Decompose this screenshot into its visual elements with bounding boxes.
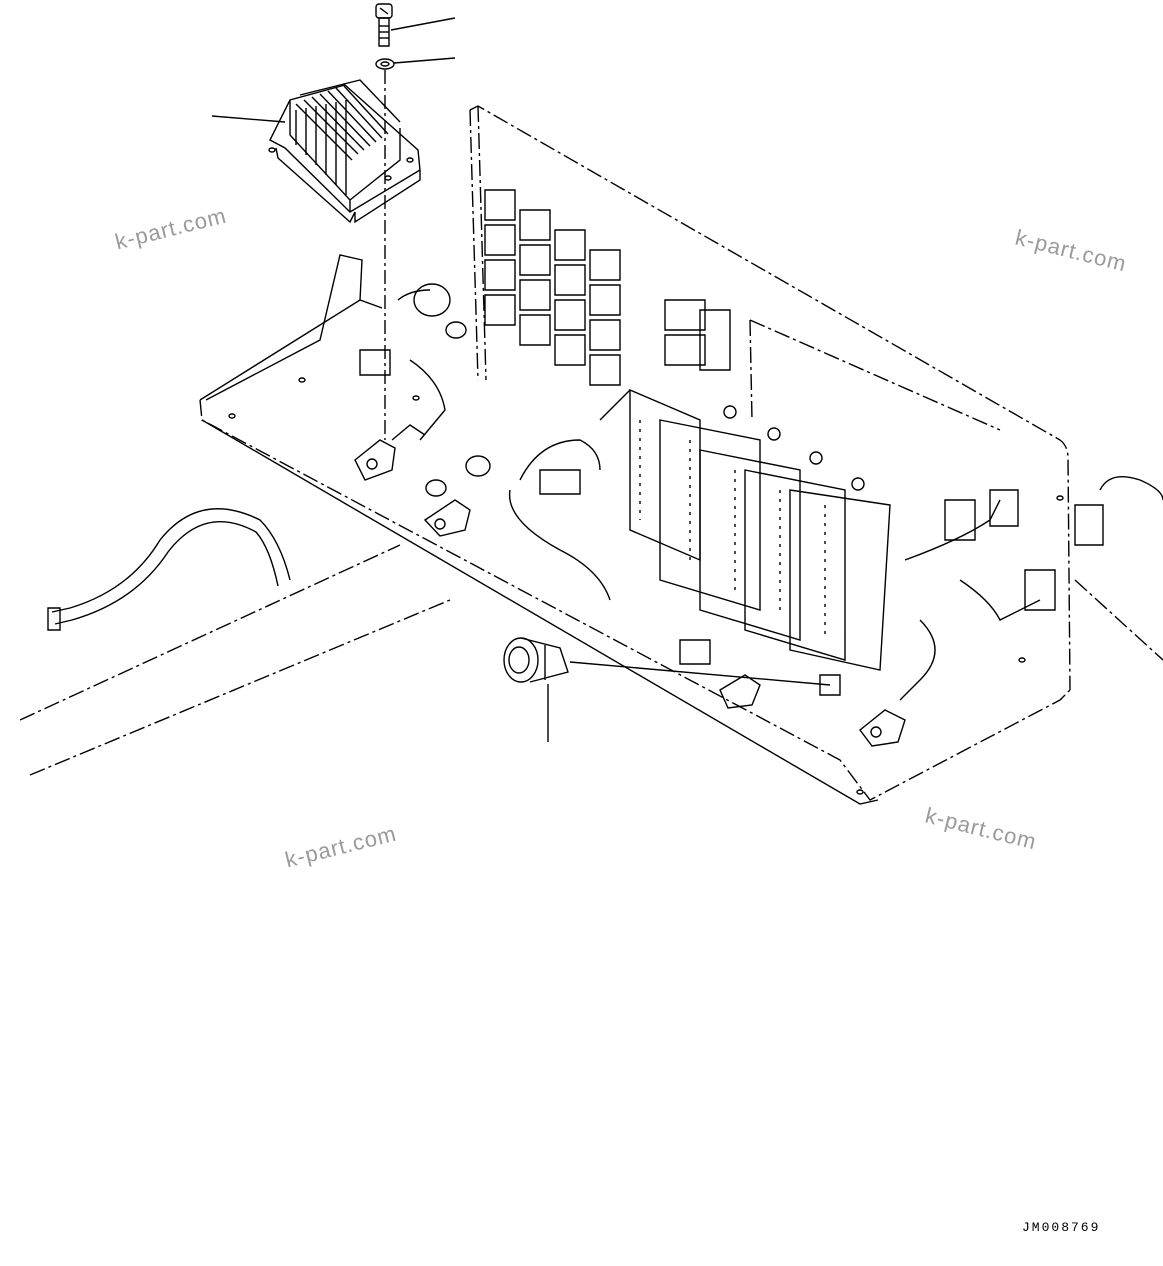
back-panel [470, 106, 1070, 690]
relay-block [485, 190, 730, 385]
drawing-code: JM008769 [1022, 1220, 1101, 1235]
bolt [376, 4, 392, 46]
washer-leader-line [394, 58, 455, 63]
frame-rail [20, 545, 1163, 775]
bolt-leader-line [391, 18, 455, 30]
base-plate [200, 255, 1070, 804]
cable-clamp [360, 284, 466, 375]
fuse-box [600, 390, 890, 670]
wire-harness [410, 360, 1163, 700]
power-socket [504, 638, 568, 682]
socket-wire [570, 662, 830, 685]
washer [376, 59, 394, 69]
ground-cable [48, 509, 290, 630]
heatsink-controller [269, 80, 420, 222]
controller-leader-line [212, 116, 285, 122]
